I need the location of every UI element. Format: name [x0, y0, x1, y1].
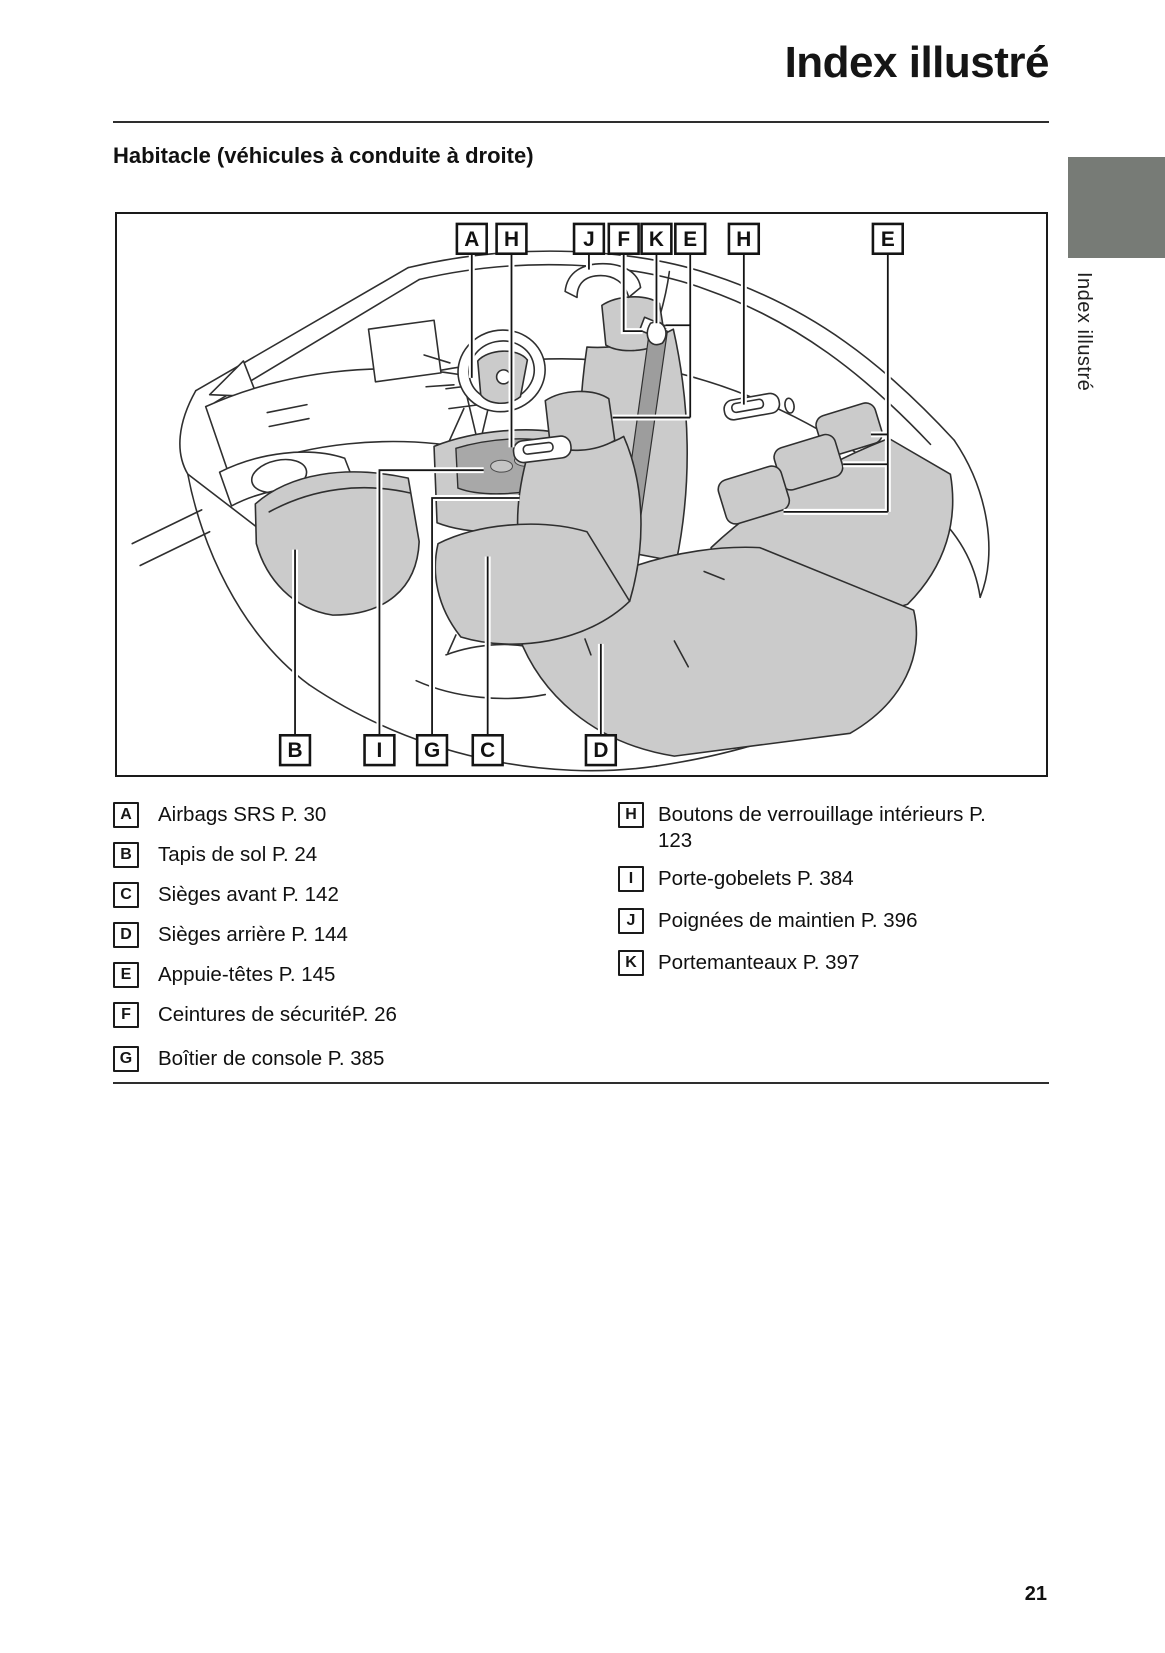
title-rule: [113, 121, 1049, 123]
legend-key-i: I: [618, 866, 644, 892]
callout-bottom-D: D: [584, 733, 618, 767]
legend-item-front-seats: C Sièges avant P. 142: [113, 882, 339, 908]
svg-text:I: I: [377, 739, 383, 762]
svg-text:E: E: [683, 228, 697, 251]
svg-text:C: C: [480, 739, 495, 762]
svg-text:J: J: [583, 228, 595, 251]
legend-label-head-restraints: Appuie-têtes P. 145: [158, 963, 336, 986]
legend-item-rear-seats: D Sièges arrière P. 144: [113, 922, 348, 948]
legend-item-grab-handles: J Poignées de maintien P. 396: [618, 908, 993, 934]
callout-top-J: J: [572, 222, 606, 256]
cup-holder: [490, 459, 513, 473]
legend-label-coat-hooks: Portemanteaux P. 397: [658, 951, 860, 974]
legend-label-airbags: Airbags SRS P. 30: [158, 803, 327, 826]
svg-text:A: A: [464, 228, 479, 251]
legend-item-cup-holders: I Porte-gobelets P. 384: [618, 866, 993, 892]
grab-handle: [564, 262, 642, 299]
callout-top-E1: E: [674, 222, 707, 256]
svg-text:H: H: [504, 228, 519, 251]
dashboard: [204, 319, 489, 507]
page-number: 21: [1024, 1583, 1047, 1605]
legend-label-console-box: Boîtier de console P. 385: [158, 1047, 385, 1070]
legend-key-c: C: [113, 882, 139, 908]
legend-key-k: K: [618, 950, 644, 976]
legend-label-floor-mats: Tapis de sol P. 24: [158, 843, 318, 866]
chapter-tab: [1068, 157, 1165, 258]
interior-diagram: A H J F K E H E B I G C D: [115, 212, 1048, 777]
legend-label-lock-buttons: Boutons de verrouillage intérieurs P. 12…: [658, 803, 986, 852]
section-heading: Habitacle (véhicules à conduite à droite…: [113, 143, 534, 168]
section-bottom-rule: [113, 1082, 1049, 1084]
page-title: Index illustré: [784, 38, 1050, 87]
coat-hook: [646, 321, 667, 346]
front-door-lock: [512, 435, 572, 464]
legend-label-seat-belts: Ceintures de sécuritéP. 26: [158, 1003, 397, 1026]
svg-text:F: F: [617, 228, 630, 251]
legend-label-front-seats: Sièges avant P. 142: [158, 883, 339, 906]
callout-top-F: F: [607, 222, 640, 256]
legend-key-j: J: [618, 908, 644, 934]
svg-text:H: H: [736, 228, 751, 251]
callout-leader-lines: [292, 253, 891, 736]
legend-key-f: F: [113, 1002, 139, 1028]
callout-top-E2: E: [871, 222, 905, 256]
callout-top-A: A: [455, 222, 488, 256]
callout-bottom-C: C: [471, 733, 504, 767]
passenger-seat: [434, 390, 642, 656]
callout-bottom-I: I: [363, 733, 396, 767]
floor-mat: [254, 471, 420, 616]
rear-door-lock: [723, 392, 795, 421]
legend-item-seat-belts: F Ceintures de sécuritéP. 26: [113, 1002, 397, 1028]
legend-item-floor-mats: B Tapis de sol P. 24: [113, 842, 317, 868]
callout-bottom-G: G: [415, 733, 449, 767]
legend-label-rear-seats: Sièges arrière P. 144: [158, 923, 348, 946]
car-interior-illustration: A H J F K E H E B I G C D: [131, 222, 990, 772]
callout-bottom-B: B: [278, 733, 312, 767]
svg-text:D: D: [593, 739, 608, 762]
svg-text:E: E: [881, 228, 895, 251]
callout-top-K: K: [640, 222, 673, 256]
legend-item-lock-buttons: H Boutons de verrouillage intérieurs P. …: [618, 802, 993, 854]
legend-key-h: H: [618, 802, 644, 828]
legend-item-head-restraints: E Appuie-têtes P. 145: [113, 962, 335, 988]
legend-key-d: D: [113, 922, 139, 948]
legend-key-g: G: [113, 1046, 139, 1072]
legend-item-airbags: A Airbags SRS P. 30: [113, 802, 326, 828]
svg-text:B: B: [288, 739, 303, 762]
svg-text:G: G: [424, 739, 440, 762]
callout-top-H2: H: [727, 222, 761, 256]
callout-top-H1: H: [495, 222, 528, 256]
legend-item-console-box: G Boîtier de console P. 385: [113, 1046, 384, 1072]
legend-key-b: B: [113, 842, 139, 868]
rear-headrest-left: [717, 465, 791, 525]
legend-label-cup-holders: Porte-gobelets P. 384: [658, 867, 854, 890]
svg-text:K: K: [649, 228, 664, 251]
legend-label-grab-handles: Poignées de maintien P. 396: [658, 909, 918, 932]
chapter-tab-label: Index illustré: [1073, 272, 1095, 392]
legend-key-e: E: [113, 962, 139, 988]
legend-item-coat-hooks: K Portemanteaux P. 397: [618, 950, 993, 976]
legend-key-a: A: [113, 802, 139, 828]
